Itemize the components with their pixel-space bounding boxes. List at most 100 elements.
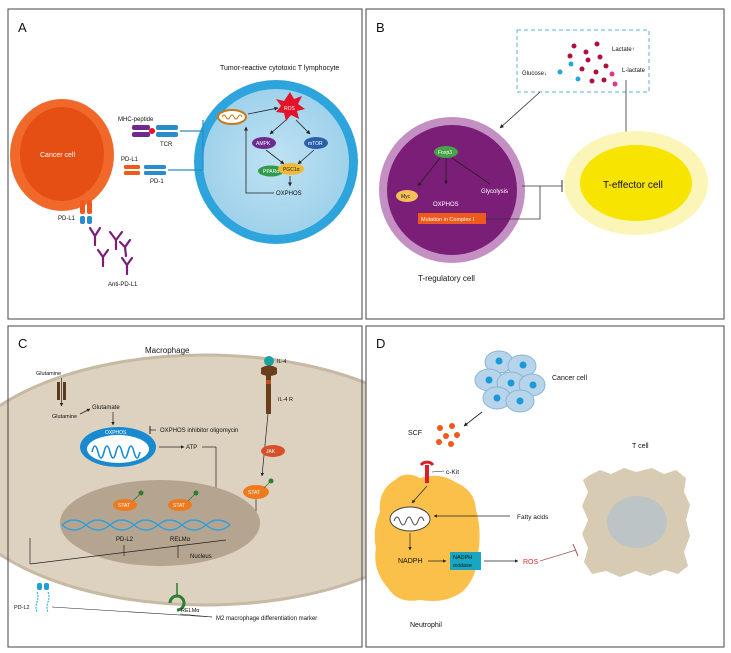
macrophage-label: Macrophage — [145, 346, 190, 355]
mtor-node — [304, 137, 328, 149]
stat-a-label: STAT — [118, 503, 130, 509]
ros-d-label: ROS — [523, 559, 539, 566]
glycolysis-label: Glycolysis — [481, 189, 508, 195]
glutamine-out-label: Glutamine — [36, 371, 61, 377]
tcell-mitochondrion-icon — [217, 109, 247, 125]
metabolite-box — [516, 29, 650, 93]
teffector-inner — [580, 145, 692, 221]
treg-label: T-regulatory cell — [418, 274, 475, 283]
m2-marker-label: M2 macrophage differentiation marker — [216, 616, 317, 622]
oxphos-inhibitor-label: OXPHOS inhibitor oligomycin — [160, 428, 238, 434]
ckit-pointer — [431, 470, 445, 473]
tcell-d-label: T cell — [632, 443, 649, 450]
pdl1-top-label: PD-L1 — [121, 157, 139, 163]
antibody-3 — [118, 238, 132, 258]
peptide — [149, 128, 155, 134]
cancer-cell-cluster — [474, 350, 546, 413]
ckit-label: c-Kit — [446, 469, 459, 476]
arrow-ckit-mito — [411, 485, 428, 504]
l-lactate-label: L-lactate — [622, 68, 646, 74]
glutamate-label: Glutamate — [92, 405, 120, 411]
panel-a-letter: A — [18, 20, 27, 35]
nadph-label: NADPH — [398, 558, 423, 565]
pdl2-surface-a — [37, 583, 42, 590]
mito-matrix — [87, 435, 149, 463]
mutation-label: Mutation in Complex I — [421, 217, 475, 223]
jak-node — [261, 445, 285, 457]
marker-line-relma — [179, 613, 213, 618]
pdl1-top-b — [124, 171, 140, 175]
foxp3-label: Foxp3 — [438, 150, 452, 156]
ampk-node — [252, 137, 276, 149]
glucose-dots — [557, 61, 581, 82]
mutation-box — [418, 213, 486, 224]
stat-b-label: STAT — [173, 503, 185, 509]
foxp3-node — [434, 146, 458, 158]
mhc-top — [132, 125, 150, 130]
transporter-right — [63, 382, 66, 400]
pdl1-bottom-c — [80, 216, 85, 224]
neutrophil-label: Neutrophil — [410, 622, 442, 629]
arrow-cancer-scf — [463, 411, 483, 427]
ampk-label: AMPK — [256, 141, 271, 147]
panel-c-letter: C — [18, 336, 27, 351]
stat-b-phospho — [193, 490, 199, 496]
arrow-ros-ampk — [269, 119, 287, 135]
il4r-band — [266, 380, 271, 384]
pdl2-surface-b — [44, 583, 49, 590]
pd1-b — [144, 171, 166, 175]
relma-surface-label: RELMα — [181, 608, 200, 614]
marker-line-pdl2 — [51, 606, 213, 618]
nadph-oxidase-box — [450, 552, 481, 570]
mito-cristae-c — [91, 445, 141, 459]
cancer-cell-label: Cancer cell — [40, 152, 75, 159]
stat-a-node — [113, 499, 137, 511]
scf-label: SCF — [408, 430, 422, 437]
il4r-stalk — [266, 374, 271, 414]
ckit-receptor-stalk — [425, 465, 429, 483]
ppara-label: PPARα — [263, 169, 279, 175]
panel-d: D Cancer cell SCF T cell — [365, 325, 725, 648]
nadph-oxidase-line2: oxidase — [453, 563, 472, 569]
stat-c-phospho — [268, 478, 274, 484]
panel-d-letter: D — [376, 336, 385, 351]
pdl1-bottom-b — [87, 200, 92, 214]
antibody-5 — [120, 256, 134, 276]
stat-c-phospho-stem — [263, 481, 271, 489]
inhibit-path-mutation — [486, 186, 541, 220]
ctl-title: Tumor-reactive cytotoxic T lymphocyte — [220, 65, 339, 72]
oxphos-a-label: OXPHOS — [276, 191, 302, 197]
arrow-ros-mtor — [295, 119, 311, 135]
pdl1-bottom-d — [87, 216, 92, 224]
neutrophil-mitochondrion-icon — [389, 506, 431, 532]
teffector-label: T-effector cell — [603, 180, 663, 191]
panel-b: B Glucose↓ Lactate↑ L-lactate Foxp3 — [365, 8, 725, 320]
oxphos-b-label: OXPHOS — [433, 202, 459, 208]
pd1-label: PD-1 — [150, 179, 164, 185]
neutrophil-body — [374, 474, 480, 601]
stat-a-phospho-stem — [132, 493, 141, 502]
pdl1-bottom-label: PD-L1 — [58, 216, 76, 222]
arrow-oxphos-feedback — [244, 126, 274, 194]
panel-a: A Tumor-reactive cytotoxic T lymphocyte … — [7, 8, 363, 320]
l-lactate-dots — [609, 71, 618, 87]
ckit-receptor-head — [419, 460, 435, 467]
arrow-il4r-stat — [260, 413, 269, 477]
anti-pdl1-antibodies — [88, 226, 134, 276]
ros-burst-icon — [276, 92, 305, 121]
panel-b-letter: B — [376, 20, 385, 35]
nadph-oxidase-line1: NADPH — [453, 555, 472, 561]
cancer-cell-d-label: Cancer cell — [552, 375, 587, 382]
glutamine-in-label: Glutamine — [52, 414, 77, 420]
inhibit-bar-ros-tcell — [572, 543, 579, 557]
pgc1a-node — [278, 163, 304, 175]
il4r-head — [261, 365, 277, 376]
antibody-2 — [108, 230, 124, 251]
mhc-bottom — [132, 132, 150, 137]
myc-label: Myc — [401, 194, 411, 200]
tcr-bottom — [156, 132, 178, 137]
lactate-dots — [567, 41, 609, 84]
arrow-ampk-pgc — [265, 149, 285, 165]
mhc-peptide-label: MHC-peptide — [118, 117, 154, 123]
